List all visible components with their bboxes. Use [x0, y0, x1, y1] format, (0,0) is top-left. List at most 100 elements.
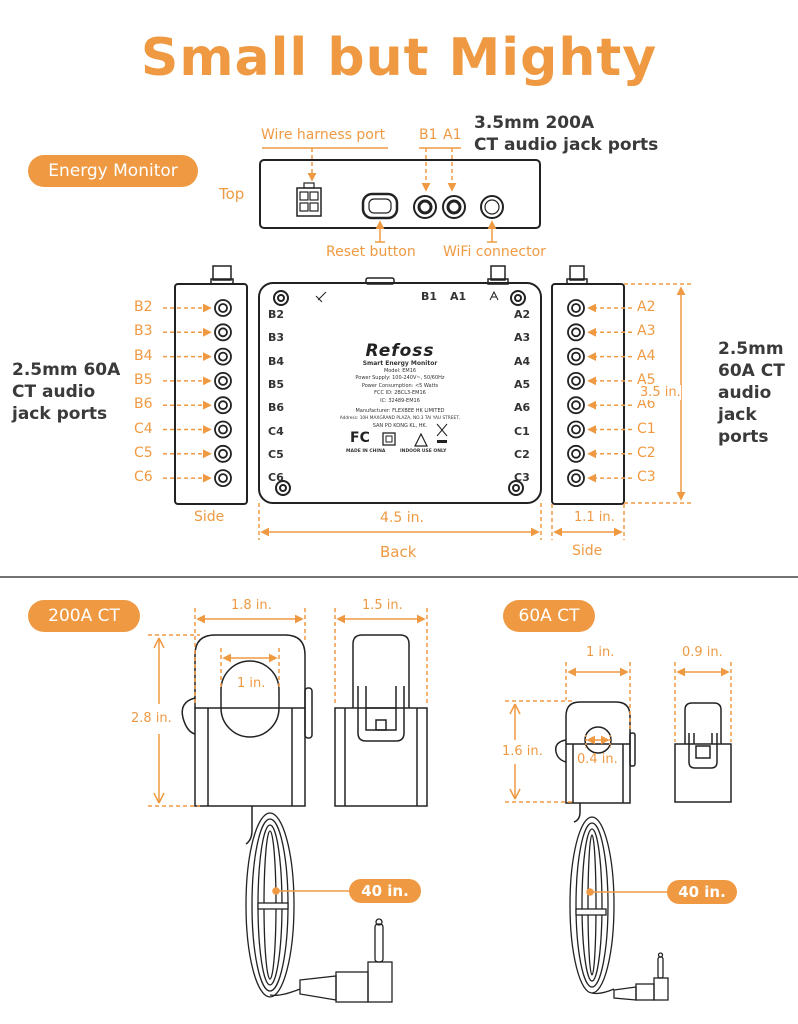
left-port-label: B6 [134, 396, 153, 413]
right-port-label: A5 [637, 371, 656, 388]
left-desc-line2: CT audio [12, 382, 96, 402]
left-desc-line3: jack ports [12, 404, 108, 424]
jack-port-icon [567, 323, 585, 342]
jack-port-icon [567, 299, 585, 317]
ct-200a-badge: 200A CT [28, 600, 140, 632]
ct-60a-cable-callout [586, 888, 668, 896]
jack-port-icon [214, 371, 232, 390]
device-sticker: Refoss Smart Energy Monitor Model: EM16 … [330, 342, 470, 430]
right-side-view-label: Side [572, 543, 603, 559]
left-port-label: B5 [134, 371, 153, 388]
sticker-fcc-id: FCC ID: 2BCL3-EM16 [374, 390, 426, 397]
ct-200a-dimensions [148, 608, 428, 807]
right-port-label: A6 [637, 396, 656, 413]
ct-200a-opening: 1 in. [237, 676, 266, 691]
back-width-dim-label: 4.5 in. [380, 510, 424, 526]
ct-60a-opening: 0.4 in. [577, 752, 618, 767]
back-left-port-label: B6 [268, 401, 285, 415]
right-port-label: C2 [637, 444, 656, 461]
left-port-label: B2 [134, 299, 153, 315]
b1-top-label: B1 [419, 127, 438, 143]
back-right-port-label: C3 [514, 471, 530, 485]
back-width-dimension [258, 503, 542, 540]
right-port-label: A3 [637, 323, 656, 340]
left-desc-line1: 2.5mm 60A [12, 360, 121, 380]
refoss-logo: Refoss [365, 341, 435, 361]
jack-port-icon [567, 469, 585, 488]
jack-port-icon [571, 424, 581, 435]
ct-200a-ports-title-line2: CT audio jack ports [474, 135, 659, 155]
sticker-power-supply: Power Supply: 100-240V~, 50/60Hz [355, 375, 445, 382]
jack-port-icon [571, 375, 581, 386]
back-right-port-label: A4 [514, 354, 531, 368]
right-side-device [551, 265, 625, 505]
ct-60a-height: 1.6 in. [502, 744, 543, 759]
back-left-port-label: B4 [268, 354, 285, 368]
right-port-label: C3 [637, 469, 656, 486]
sticker-product: Smart Energy Monitor [362, 360, 438, 367]
a1-top-label: A1 [443, 127, 462, 143]
jack-port-icon [218, 351, 228, 362]
jack-port-icon [567, 371, 585, 390]
right-width-dim-label: 1.1 in. [574, 510, 615, 525]
top-view-device [259, 159, 541, 229]
back-right-port-label: A6 [514, 401, 531, 415]
jack-port-icon [214, 469, 232, 488]
jack-port-icon [567, 444, 585, 463]
ct-60a-width-front: 1 in. [586, 645, 615, 660]
left-port-label: B4 [134, 347, 153, 364]
jack-port-icon [214, 396, 232, 415]
ct-60a-side [674, 702, 732, 803]
sticker-power-consumption: Power Consumption: <5 Watts [361, 382, 439, 389]
sticker-made-in: MADE IN CHINA [346, 449, 386, 454]
back-right-port-label: A2 [514, 308, 531, 321]
jack-port-icon [571, 351, 581, 362]
ct-60a-badge: 60A CT [503, 600, 595, 632]
ct-200a-ports-title-line1: 3.5mm 200A [474, 113, 595, 133]
jack-port-icon [218, 327, 228, 338]
back-left-port-label: C4 [268, 424, 284, 438]
ct-200a-cable-callout [272, 887, 350, 895]
sticker-indoor-use: INDOOR USE ONLY [400, 449, 447, 454]
right-height-dim-label: 3.5 in. [640, 385, 681, 400]
back-right-port-label: C2 [514, 447, 530, 461]
right-port-label: A4 [637, 347, 656, 364]
jack-port-icon [571, 400, 581, 411]
wifi-connector-label: WiFi connector [443, 244, 546, 260]
ct-60a-dimensions [505, 662, 732, 803]
jack-port-icon [571, 473, 581, 484]
jack-port-icon [214, 444, 232, 463]
jack-port-icon [571, 327, 581, 338]
jack-port-icon [218, 424, 228, 435]
jack-port-icon [567, 347, 585, 366]
right-desc-line5: ports [718, 427, 769, 447]
sticker-manufacturer: Manufacturer: FLEXBEE HK LIMITED [355, 407, 445, 414]
right-desc-line1: 2.5mm [718, 339, 784, 359]
right-port-label: C1 [637, 420, 656, 437]
jack-port-icon [218, 473, 228, 484]
jack-port-icon [214, 323, 232, 342]
ct-200a-side [334, 634, 428, 807]
ct-200a-width-front: 1.8 in. [231, 598, 272, 613]
top-view-label: Top [219, 185, 245, 203]
fc-mark-icon: FC [350, 430, 370, 446]
left-side-device [174, 265, 248, 505]
back-right-port-label: C1 [514, 424, 530, 438]
back-b1-label: B1 [421, 290, 438, 303]
ct-200a-width-side: 1.5 in. [362, 598, 403, 613]
sticker-address-2: SAN PO KONG KL, HK. [372, 422, 428, 429]
ct-200a-cable-length: 40 in. [349, 879, 421, 903]
jack-port-icon [567, 396, 585, 415]
back-left-port-label: C6 [268, 471, 284, 485]
wire-harness-port-label: Wire harness port [261, 127, 386, 143]
jack-port-icon [571, 303, 581, 313]
ct-200a-front [181, 634, 313, 845]
back-left-port-label: C5 [268, 447, 284, 461]
left-port-label: C6 [134, 469, 153, 486]
back-right-port-label: A5 [514, 377, 531, 391]
reset-button-label: Reset button [326, 244, 416, 260]
page-title: Small but Mighty [140, 28, 658, 88]
back-left-port-label: B2 [268, 308, 285, 321]
ct-200a-cable [245, 812, 393, 1003]
